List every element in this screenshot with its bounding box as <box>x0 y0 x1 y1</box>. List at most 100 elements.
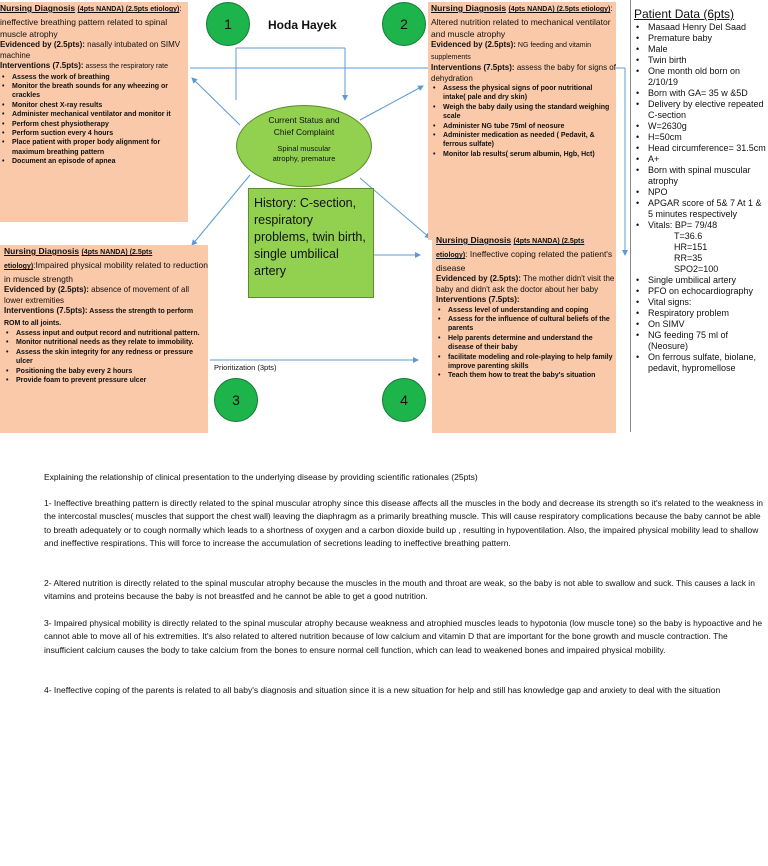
nursing-diagnosis-box-1: Nursing Diagnosis (4pts NANDA) (2.5pts e… <box>0 2 188 222</box>
interventions-text: assess the respiratory rate <box>83 63 169 70</box>
patient-data-item: On ferrous sulfate, biolane, pedavit, hy… <box>634 352 768 374</box>
patient-data-item: RR=35 <box>674 253 703 263</box>
interventions-label: Interventions <box>431 63 482 72</box>
circle-number: 1 <box>224 16 232 32</box>
circle-number: 4 <box>400 392 408 408</box>
interventions-label: Interventions <box>4 306 55 315</box>
rationale-paragraph-2: 2- Altered nutrition is directly related… <box>44 578 755 602</box>
patient-data-item: Premature baby <box>634 33 768 44</box>
diagnosis-text: :Impaired physical mobility related to r… <box>4 260 208 284</box>
number-circle-1: 1 <box>206 2 250 46</box>
nursing-diagnosis-box-4: Nursing Diagnosis (4pts NANDA) (2.5pts e… <box>432 234 616 433</box>
patient-data-item: Twin birth <box>634 55 768 66</box>
evidence-text: NG feeding and vitamin supplements <box>431 42 592 61</box>
diagnosis-text: : Ineffective coping related the patient… <box>436 249 613 273</box>
patient-data-item: H=50cm <box>634 132 768 143</box>
interventions-list: Assess the work of breathing Monitor the… <box>0 73 188 167</box>
interventions-list: Assess level of understanding and coping… <box>436 306 616 382</box>
interventions-points: (7.5pts): <box>488 295 520 304</box>
circle-number: 2 <box>400 16 408 32</box>
evidence-points: (2.5pts): <box>484 40 516 49</box>
list-item: facilitate modeling and role-playing to … <box>438 353 616 372</box>
list-item: Assess the physical signs of poor nutrit… <box>433 84 616 103</box>
patient-data-item: NPO <box>634 187 768 198</box>
evidence-label: Evidenced by <box>436 274 488 283</box>
patient-data-item: Masaad Henry Del Saad <box>634 22 768 33</box>
diagnosis-label: Nursing Diagnosis <box>4 246 80 256</box>
patient-data-item: W=2630g <box>634 121 768 132</box>
rationale-paragraph-4: 4- Ineffective coping of the parents is … <box>44 685 721 695</box>
patient-data-item: Respiratory problem <box>634 308 768 319</box>
interventions-list: Assess the physical signs of poor nutrit… <box>431 84 616 160</box>
chief-complaint-ellipse: Current Status and Chief Complaint Spina… <box>236 105 372 187</box>
list-item: Provide foam to prevent pressure ulcer <box>6 376 208 386</box>
prioritization-label: Prioritization (3pts) <box>214 363 277 372</box>
patient-data-item: On SIMV <box>634 319 768 330</box>
patient-data-item: Male <box>634 44 768 55</box>
rationale-paragraph-3: 3- Impaired physical mobility is directl… <box>44 618 763 655</box>
evidence-points: (2.5pts): <box>57 285 89 294</box>
list-item: Assess the work of breathing <box>2 73 188 83</box>
diagnosis-points: (4pts NANDA) (2.5pts etiology) <box>77 6 180 13</box>
list-item: Monitor chest X-ray results <box>2 101 188 111</box>
author-name: Hoda Hayek <box>268 18 337 32</box>
interventions-text: assess the baby for signs of dehydration <box>431 63 616 83</box>
evidence-text: nasally intubated on SIMV machine <box>0 40 181 60</box>
diagnosis-label: Nursing Diagnosis <box>431 3 507 13</box>
circle-number: 3 <box>232 392 240 408</box>
rationale-paragraph-1: 1- Ineffective breathing pattern is dire… <box>44 498 764 549</box>
interventions-text: Assess the strength to perform ROM to al… <box>4 308 194 327</box>
list-item: Administer medication as needed ( Pedavi… <box>433 131 616 150</box>
list-item: Assess the skin integrity for any rednes… <box>6 348 208 367</box>
patient-data-item: Born with spinal muscular atrophy <box>634 165 768 187</box>
list-item: Assess input and output record and nutri… <box>6 329 208 339</box>
rationale-heading: Explaining the relationship of clinical … <box>44 472 478 482</box>
list-item: Perform suction every 4 hours <box>2 129 188 139</box>
evidence-label: Evidenced by <box>4 285 56 294</box>
interventions-points: (7.5pts): <box>483 63 515 72</box>
list-item: Weigh the baby daily using the standard … <box>433 103 616 122</box>
diagnosis-label: Nursing Diagnosis <box>436 235 512 245</box>
list-item: Monitor the breath sounds for any wheezi… <box>2 82 188 101</box>
center-line-3: Spinal muscular <box>277 144 331 153</box>
patient-data-item: APGAR score of 5& 7 At 1 & 5 minutes res… <box>634 198 768 220</box>
list-item: Monitor nutritional needs as they relate… <box>6 338 208 348</box>
patient-data-item: Delivery by elective repeated C-section <box>634 99 768 121</box>
list-item: Administer NG tube 75ml of neosure <box>433 122 616 132</box>
list-item: Place patient with proper body alignment… <box>2 138 188 157</box>
evidence-points: (2.5pts): <box>489 274 521 283</box>
patient-data-panel: Patient Data (6pts) Masaad Henry Del Saa… <box>634 6 768 374</box>
interventions-label: Interventions <box>436 295 487 304</box>
interventions-list: Assess input and output record and nutri… <box>4 329 208 386</box>
diagnosis-text: : Altered nutrition related to mechanica… <box>431 3 613 39</box>
divider-line <box>630 0 631 432</box>
evidence-label: Evidenced by <box>0 40 52 49</box>
patient-data-item: SPO2=100 <box>674 264 719 274</box>
list-item: Administer mechanical ventilator and mon… <box>2 110 188 120</box>
patient-data-title: Patient Data (6pts) <box>634 7 735 21</box>
patient-data-item: NG feeding 75 ml of (Neosure) <box>634 330 768 352</box>
patient-data-item: Vital signs: <box>634 297 768 308</box>
evidence-text: The mother didn't visit the baby and did… <box>436 274 615 294</box>
nursing-diagnosis-box-2: Nursing Diagnosis (4pts NANDA) (2.5pts e… <box>428 2 616 240</box>
list-item: Help parents determine and understand th… <box>438 334 616 353</box>
center-line-1: Current Status and <box>268 115 340 125</box>
center-line-4: atrophy, premature <box>272 154 336 163</box>
patient-data-item: One month old born on 2/10/19 <box>634 66 768 88</box>
number-circle-4: 4 <box>382 378 426 422</box>
patient-data-list: Masaad Henry Del SaadPremature babyMaleT… <box>634 22 768 374</box>
interventions-points: (7.5pts): <box>56 306 88 315</box>
diagnosis-points: (4pts NANDA) (2.5pts etiology) <box>508 6 611 13</box>
interventions-points: (7.5pts): <box>52 61 84 70</box>
list-item: Perform chest physiotherapy <box>2 120 188 130</box>
diagnosis-label: Nursing Diagnosis <box>0 3 76 13</box>
number-circle-2: 2 <box>382 2 426 46</box>
list-item: Positioning the baby every 2 hours <box>6 367 208 377</box>
evidence-text: absence of movement of all lower extremi… <box>4 285 189 305</box>
patient-data-item: Single umbilical artery <box>634 275 768 286</box>
patient-data-item: HR=151 <box>674 242 708 252</box>
history-box: History: C-section, respiratory problems… <box>248 188 374 298</box>
number-circle-3: 3 <box>214 378 258 422</box>
patient-data-item: T=36.6 <box>674 231 703 241</box>
evidence-label: Evidenced by <box>431 40 483 49</box>
